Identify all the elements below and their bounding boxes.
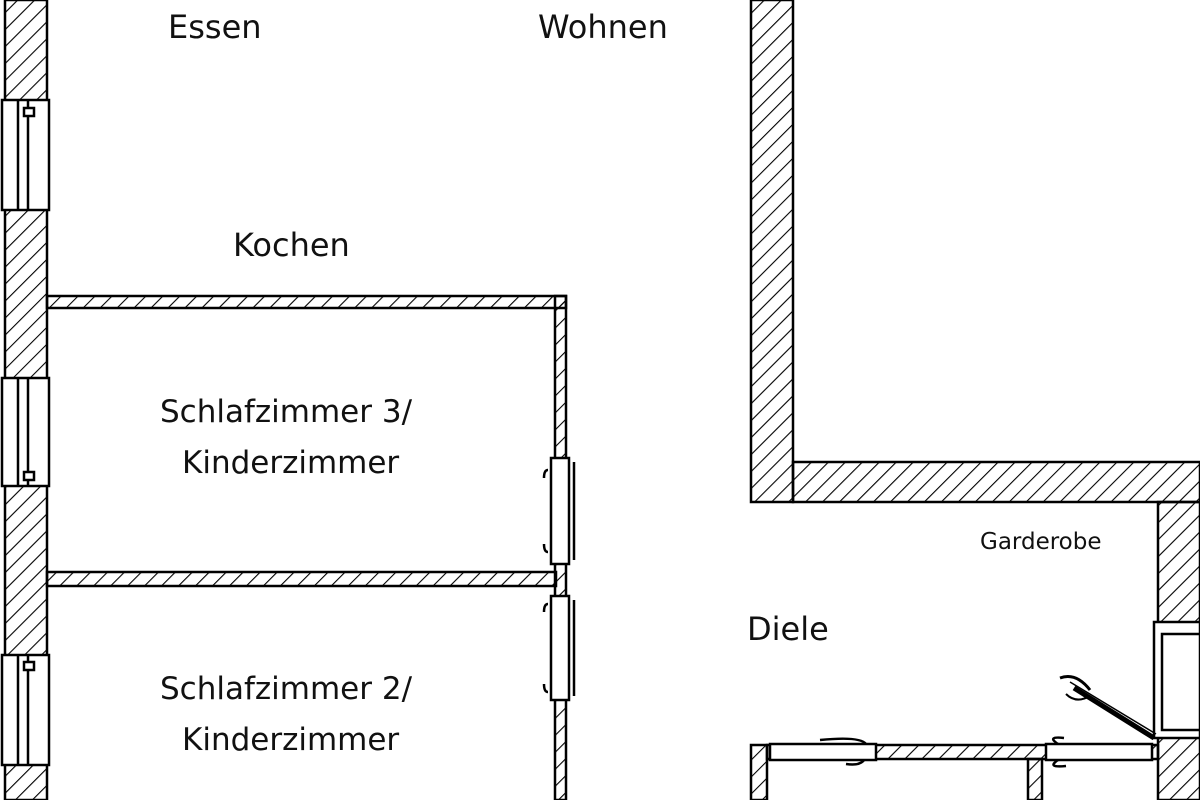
left-wall-windows [0,98,51,767]
window-schlafzimmer3 [0,376,51,488]
label-garderobe: Garderobe [980,529,1102,555]
label-schlafzimmer3-line2: Kinderzimmer [182,445,399,481]
label-wohnen: Wohnen [538,8,668,46]
door-schlafzimmer3 [542,456,576,566]
window-schlafzimmer2 [0,653,51,767]
diele-doors [768,736,1154,768]
label-essen: Essen [168,8,262,46]
label-kochen: Kochen [233,226,350,264]
label-schlafzimmer2-line2: Kinderzimmer [182,722,399,758]
living-vertical-wall [749,0,795,504]
window-essen [0,98,51,212]
room-labels: Essen Wohnen Kochen Schlafzimmer 3/ Kind… [160,8,1102,758]
room-outlines [47,307,555,587]
label-schlafzimmer3-line1: Schlafzimmer 3/ [160,394,413,430]
door-diele-right [1044,736,1154,768]
bedroom3-top-wall [45,294,568,310]
living-horizontal-wall [791,460,1200,504]
entrance-door [1059,620,1200,741]
label-diele: Diele [747,610,829,648]
diele-bottom-divider [1026,757,1044,800]
door-schlafzimmer2 [542,594,576,702]
door-diele-left [768,737,878,766]
label-schlafzimmer2-line1: Schlafzimmer 2/ [160,671,413,707]
bedroom-divider-wall [45,570,558,588]
bedroom-doors [542,456,576,702]
diele-bottom-wall-left [749,743,769,800]
